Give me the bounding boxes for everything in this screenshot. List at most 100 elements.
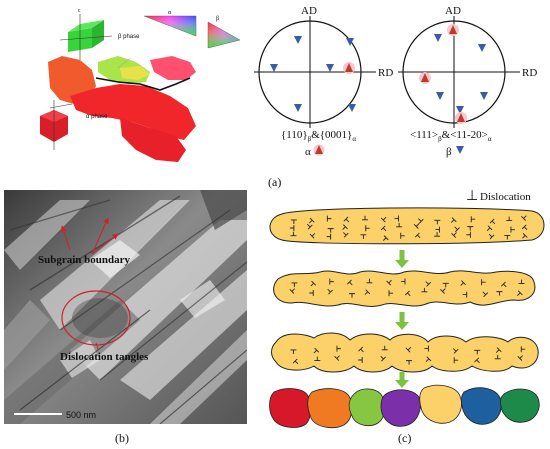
- dislocation-symbol: [290, 231, 297, 237]
- dislocation-symbol: [396, 222, 403, 228]
- dislocation-symbol: [425, 281, 432, 287]
- dislocation-symbol: [386, 279, 392, 286]
- dislocation-symbol: [358, 346, 364, 353]
- subgrain-boundary-annotation: Subgrain boundary: [38, 254, 131, 266]
- dislocation-legend-symbol: ⊥: [466, 189, 478, 204]
- dislocations-stage-1: [289, 215, 528, 241]
- dislocation-symbol: [521, 224, 528, 231]
- recrystallization-schematic: ⊥ Dislocation: [269, 189, 545, 429]
- grain-stage-2: [273, 270, 536, 307]
- beta-ipf-color-key: [207, 21, 241, 49]
- dislocation-symbol: [467, 226, 474, 231]
- dislocation-symbol: [382, 235, 389, 241]
- ebsd-grain-pink: [150, 56, 196, 80]
- dislocation-symbol: [414, 232, 421, 239]
- grain-stage-1: [269, 207, 545, 245]
- pole-figure-2-top-label: AD: [445, 5, 461, 17]
- dislocation-symbol: [500, 281, 507, 288]
- dislocation-symbol: [434, 232, 441, 237]
- dislocation-symbol: [435, 226, 440, 233]
- beta-pole-marker: [478, 44, 486, 52]
- beta-pole-marker: [294, 104, 302, 112]
- dislocations-stage-2: [289, 278, 525, 298]
- dislocation-symbol: [418, 218, 424, 224]
- dislocation-symbol: [496, 291, 503, 296]
- dislocation-symbol: [358, 356, 363, 363]
- dislocation-symbol: [482, 291, 489, 298]
- dislocation-symbol: [309, 289, 314, 296]
- dislocation-symbol: [313, 347, 320, 354]
- alpha-pole-marker: [421, 73, 429, 82]
- pole-figure-2-right-label: RD: [522, 67, 537, 79]
- pole-figure-1: AD RD {110}β&{0001}α α: [254, 5, 393, 158]
- dislocation-symbol: [470, 216, 476, 223]
- dislocation-symbol: [309, 233, 316, 239]
- dislocation-symbol: [452, 348, 459, 354]
- beta-unit-cell-icon: [59, 14, 113, 60]
- dislocation-symbol: [494, 354, 501, 360]
- dislocation-symbol: [400, 278, 406, 285]
- dislocation-tangle-outline: [61, 290, 131, 346]
- dislocation-symbol: [453, 357, 459, 364]
- dislocation-symbol: [517, 290, 523, 296]
- dislocation-symbol: [481, 279, 486, 286]
- dislocation-symbol: [326, 233, 332, 240]
- alpha-ipf-color-key: [143, 15, 197, 37]
- dislocation-symbol: [451, 232, 457, 238]
- tem-micrograph: Subgrain boundary Dislocation tangles 50…: [4, 190, 247, 424]
- dislocation-symbol: [289, 224, 295, 231]
- dislocation-symbol: [314, 356, 321, 362]
- pole-figure-1-caption: {110}β&{0001}α: [281, 129, 356, 143]
- dislocation-symbol: [348, 293, 355, 298]
- dislocation-symbol: [334, 355, 340, 361]
- process-arrow-1: [395, 260, 409, 268]
- dislocation-symbol: [327, 288, 333, 295]
- dislocation-symbol: [290, 219, 297, 224]
- new-grain: [500, 388, 540, 423]
- dislocation-symbol: [329, 278, 334, 285]
- dislocation-symbol: [462, 291, 468, 298]
- dislocation-symbol: [290, 349, 297, 354]
- dislocation-symbol: [421, 287, 428, 293]
- dislocation-symbol: [405, 346, 412, 353]
- scale-bar-label: 500 nm: [66, 410, 96, 420]
- new-grain: [461, 387, 502, 425]
- panel-a-label: (a): [268, 175, 281, 189]
- dislocation-symbol: [307, 223, 313, 230]
- dislocation-symbol: [310, 280, 317, 287]
- ebsd-grain-yellow: [120, 66, 150, 80]
- beta-pole-marker: [434, 34, 442, 42]
- beta-pole-marker: [346, 38, 354, 46]
- beta-legend-label: β: [446, 146, 452, 158]
- dislocation-symbol: [364, 289, 371, 295]
- dislocation-legend-label: Dislocation: [480, 191, 531, 203]
- ebsd-boundary: [95, 77, 191, 91]
- dislocation-symbol: [362, 215, 369, 221]
- dislocation-symbol: [520, 346, 526, 353]
- dislocation-symbol: [486, 225, 493, 231]
- dislocation-symbol: [404, 290, 411, 297]
- dislocation-symbol: [425, 356, 432, 362]
- beta-pole-marker: [480, 92, 488, 100]
- dislocation-symbol: [506, 216, 513, 222]
- dislocation-symbol: [413, 223, 420, 229]
- dislocation-symbol: [343, 232, 349, 238]
- dislocation-symbol: [365, 225, 370, 232]
- dislocation-symbol: [342, 224, 348, 230]
- dislocation-symbol: [424, 345, 429, 352]
- dislocation-symbol: [360, 234, 367, 239]
- dislocation-symbol: [291, 282, 298, 287]
- dislocation-symbol: [474, 357, 480, 364]
- beta-pole-marker: [436, 92, 444, 100]
- new-grain: [348, 388, 386, 427]
- beta-pole-marker: [326, 64, 334, 72]
- beta-pole-marker: [348, 104, 356, 112]
- dislocation-symbol: [326, 215, 332, 222]
- dislocation-symbol: [380, 355, 386, 362]
- dislocation-tangles-annotation: Dislocation tangles: [60, 351, 149, 363]
- dislocation-symbol: [343, 216, 350, 223]
- alpha-pole-marker: [345, 63, 353, 72]
- dislocation-symbol: [489, 218, 496, 225]
- dislocation-symbol: [346, 279, 353, 286]
- ebsd-grain-red-lower: [120, 118, 186, 162]
